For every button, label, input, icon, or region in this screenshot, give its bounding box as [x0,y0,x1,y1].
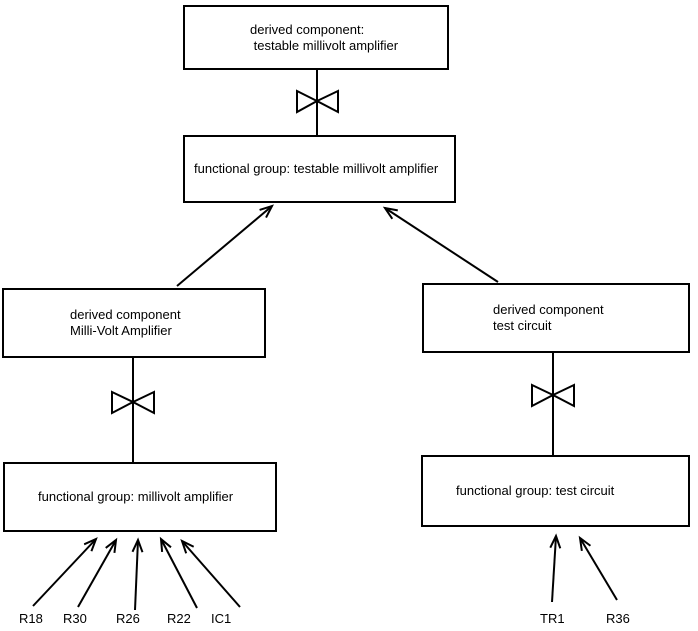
node-functional-group-test-circuit: functional group: test circuit [421,455,690,527]
component-label-r26: R26 [116,611,140,626]
component-label-r36: R36 [606,611,630,626]
arrow-r30 [77,537,118,608]
arrow-r22 [159,536,198,609]
component-label-r30: R30 [63,611,87,626]
node-functional-group-millivolt-amplifier: functional group: millivolt amplifier [3,462,277,532]
component-label-r18: R18 [19,611,43,626]
node-label: functional group: testable millivolt amp… [194,161,439,176]
component-label-ic1: IC1 [211,611,232,626]
node-derived-test-circuit: derived component test circuit [422,283,690,353]
arrow-tr1 [549,533,562,603]
node-label: derived component test circuit [493,302,604,333]
node-derived-testable-millivolt-amplifier: derived component: testable millivolt am… [183,5,449,70]
node-label: functional group: millivolt amplifier [38,489,234,504]
arrow-ic1 [180,539,241,608]
component-label-tr1: TR1 [540,611,565,626]
arrow-r18 [32,537,98,607]
node-label: derived component: testable millivolt am… [250,21,399,53]
arrow-r26 [131,537,144,611]
arrow-derived-millivolt-to-functional-testable [176,204,274,287]
bowtie-icon [111,390,155,415]
node-label: functional group: test circuit [456,483,615,498]
arrow-r36 [578,535,618,601]
node-functional-group-testable-millivolt-amplifier: functional group: testable millivolt amp… [183,135,456,203]
component-label-r22: R22 [167,611,191,626]
node-label: derived component Milli-Volt Amplifier [70,307,181,338]
bowtie-icon [296,89,339,114]
arrow-derived-test-circuit-to-functional-testable [382,206,499,283]
node-derived-milli-volt-amplifier: derived component Milli-Volt Amplifier [2,288,266,358]
bowtie-icon [531,383,575,408]
